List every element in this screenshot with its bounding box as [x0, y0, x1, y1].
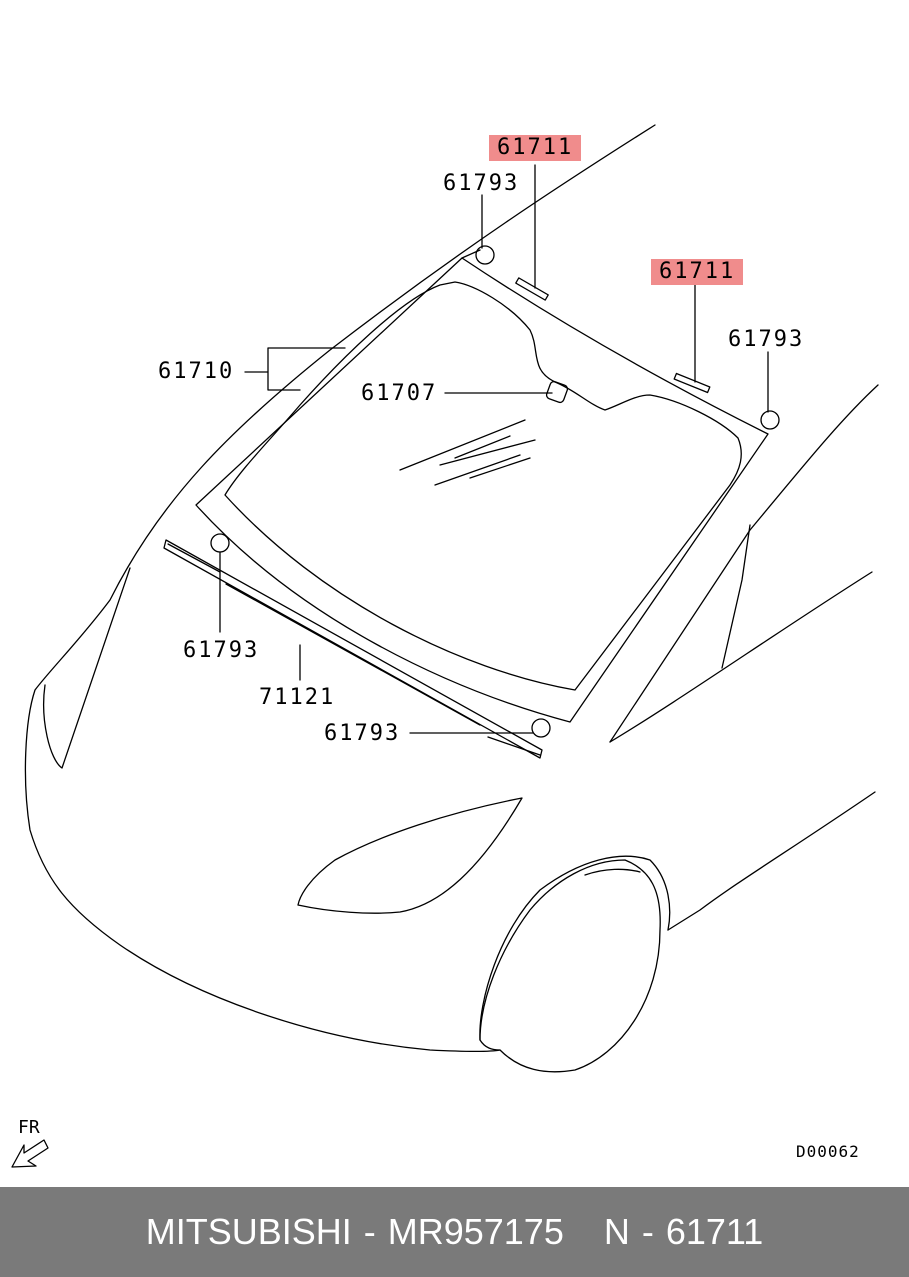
windshield-frame-outer	[195, 257, 769, 723]
label-61707: 61707	[361, 381, 438, 406]
parts-diagram	[11, 124, 879, 1168]
label-71121: 71121	[259, 685, 336, 710]
footer-ref-part: N - 61711	[603, 1211, 764, 1252]
windshield-glass-inner	[224, 281, 742, 691]
glass-glare-lines	[399, 419, 536, 486]
drawing-code: D00062	[796, 1142, 860, 1161]
cowl-molding-outline	[163, 539, 543, 759]
door-frame-line	[721, 524, 751, 669]
clip-bottom-left	[210, 533, 230, 553]
label-61710: 61710	[158, 359, 235, 384]
tire-outline	[479, 859, 661, 1073]
car-lower-outline	[43, 567, 131, 769]
clip-bottom-center	[531, 718, 551, 738]
cowl-molding-inner	[167, 543, 541, 756]
mirror-bracket-shape	[545, 380, 569, 404]
label-61793-top: 61793	[443, 171, 520, 196]
label-61793-bottom-left: 61793	[183, 638, 260, 663]
leader-61710	[244, 347, 346, 391]
label-61711-center: 61711	[489, 135, 582, 161]
car-body-outline	[24, 124, 656, 1053]
footer-text: MITSUBISHI - MR957175 N - 61711	[0, 1187, 909, 1277]
fr-label: FR	[18, 1117, 40, 1138]
side-body-line	[667, 791, 876, 931]
label-61711-right: 61711	[651, 259, 744, 285]
footer-bar: MITSUBISHI - MR957175 N - 61711	[0, 1187, 909, 1277]
fr-arrow-icon	[11, 1139, 49, 1168]
footer-brand-part: MITSUBISHI - MR957175	[145, 1211, 564, 1252]
a-pillar-outline	[609, 384, 879, 743]
door-window-line	[609, 571, 873, 743]
wheel-arch-outline	[479, 855, 671, 1041]
tire-inner	[584, 868, 641, 876]
label-61793-right: 61793	[728, 327, 805, 352]
part-61711-right	[673, 372, 711, 394]
clip-top-center	[475, 245, 495, 265]
label-61793-bottom-center: 61793	[324, 721, 401, 746]
clip-top-right	[760, 410, 780, 430]
part-61711-center	[515, 277, 549, 301]
headlight-outline	[297, 797, 523, 914]
